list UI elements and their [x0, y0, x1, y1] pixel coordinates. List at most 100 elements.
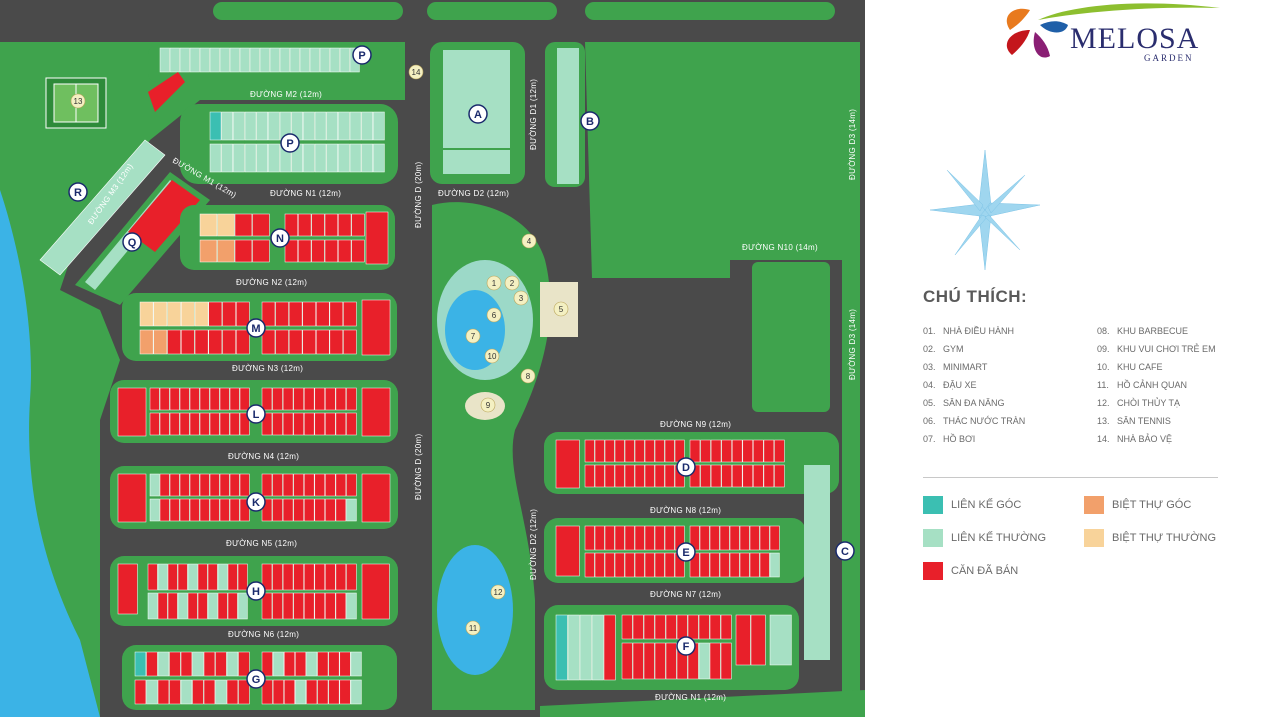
- lot[interactable]: [209, 412, 220, 436]
- lot[interactable]: [236, 301, 250, 327]
- lot[interactable]: [233, 111, 245, 141]
- zone-marker-b[interactable]: B: [580, 111, 600, 131]
- amenity-marker-2[interactable]: 2: [504, 275, 520, 291]
- lot[interactable]: [149, 473, 160, 497]
- lot[interactable]: [117, 473, 147, 523]
- zone-marker-q[interactable]: Q: [122, 232, 142, 252]
- lot[interactable]: [303, 143, 315, 173]
- lot[interactable]: [282, 412, 294, 436]
- lot[interactable]: [199, 412, 210, 436]
- lot[interactable]: [177, 563, 188, 591]
- lot[interactable]: [328, 679, 340, 705]
- lot[interactable]: [753, 464, 764, 488]
- lot[interactable]: [346, 592, 357, 620]
- zone-marker-p[interactable]: P: [352, 45, 372, 65]
- lot[interactable]: [719, 552, 730, 578]
- lot[interactable]: [346, 387, 357, 411]
- lot[interactable]: [169, 47, 180, 73]
- zone-marker-h[interactable]: H: [246, 581, 266, 601]
- lot[interactable]: [735, 614, 751, 666]
- lot[interactable]: [237, 563, 248, 591]
- lot[interactable]: [325, 412, 336, 436]
- lot[interactable]: [343, 301, 357, 327]
- lot[interactable]: [314, 592, 325, 620]
- lot[interactable]: [284, 213, 298, 237]
- lot[interactable]: [229, 387, 240, 411]
- lot[interactable]: [256, 111, 268, 141]
- lot[interactable]: [272, 651, 284, 677]
- lot[interactable]: [181, 301, 195, 327]
- lot[interactable]: [335, 387, 347, 411]
- lot[interactable]: [314, 412, 325, 436]
- lot[interactable]: [555, 439, 580, 489]
- lot[interactable]: [329, 301, 344, 327]
- lot[interactable]: [226, 651, 239, 677]
- lot[interactable]: [229, 412, 240, 436]
- lot[interactable]: [326, 111, 338, 141]
- lot[interactable]: [759, 552, 770, 578]
- lot[interactable]: [634, 439, 645, 463]
- lot[interactable]: [180, 679, 193, 705]
- lot[interactable]: [634, 464, 645, 488]
- lot[interactable]: [335, 498, 347, 522]
- lot[interactable]: [279, 47, 290, 73]
- lot[interactable]: [153, 329, 168, 355]
- lot[interactable]: [234, 213, 253, 237]
- lot[interactable]: [303, 473, 315, 497]
- lot[interactable]: [157, 563, 168, 591]
- lot[interactable]: [303, 592, 315, 620]
- lot[interactable]: [731, 439, 743, 463]
- lot[interactable]: [134, 679, 147, 705]
- lot[interactable]: [591, 614, 604, 681]
- zone-marker-r[interactable]: R: [68, 182, 88, 202]
- lot[interactable]: [643, 642, 655, 680]
- lot[interactable]: [261, 592, 273, 620]
- zone-marker-e[interactable]: E: [676, 542, 696, 562]
- lot[interactable]: [316, 329, 330, 355]
- lot[interactable]: [159, 498, 170, 522]
- lot[interactable]: [759, 525, 770, 551]
- lot[interactable]: [157, 651, 170, 677]
- lot[interactable]: [346, 563, 357, 591]
- lot[interactable]: [169, 412, 180, 436]
- lot[interactable]: [261, 329, 276, 355]
- lot[interactable]: [309, 47, 320, 73]
- lot[interactable]: [221, 111, 233, 141]
- lot[interactable]: [209, 498, 220, 522]
- lot[interactable]: [720, 642, 732, 680]
- lot[interactable]: [169, 387, 180, 411]
- lot[interactable]: [219, 47, 230, 73]
- lot[interactable]: [179, 47, 190, 73]
- lot[interactable]: [739, 552, 750, 578]
- lot[interactable]: [632, 614, 644, 640]
- lot[interactable]: [314, 143, 327, 173]
- lot[interactable]: [654, 642, 666, 680]
- lot[interactable]: [199, 239, 218, 263]
- lot[interactable]: [664, 525, 675, 551]
- lot[interactable]: [314, 387, 325, 411]
- lot[interactable]: [604, 525, 615, 551]
- lot[interactable]: [226, 679, 239, 705]
- lot[interactable]: [199, 213, 218, 237]
- lot[interactable]: [324, 213, 338, 237]
- lot[interactable]: [721, 464, 732, 488]
- lot[interactable]: [584, 439, 595, 463]
- lot[interactable]: [272, 679, 284, 705]
- lot[interactable]: [614, 552, 625, 578]
- lot[interactable]: [594, 552, 605, 578]
- lot[interactable]: [208, 329, 223, 355]
- lot[interactable]: [709, 614, 721, 640]
- lot[interactable]: [169, 651, 181, 677]
- amenity-marker-12[interactable]: 12: [490, 584, 506, 600]
- lot[interactable]: [579, 614, 592, 681]
- lot[interactable]: [749, 525, 760, 551]
- lot[interactable]: [244, 143, 257, 173]
- lot[interactable]: [134, 651, 147, 677]
- lot[interactable]: [180, 651, 193, 677]
- lot[interactable]: [268, 111, 280, 141]
- lot[interactable]: [252, 239, 270, 263]
- lot[interactable]: [283, 651, 295, 677]
- lot[interactable]: [763, 439, 775, 463]
- lot[interactable]: [324, 239, 338, 263]
- lot[interactable]: [221, 143, 233, 173]
